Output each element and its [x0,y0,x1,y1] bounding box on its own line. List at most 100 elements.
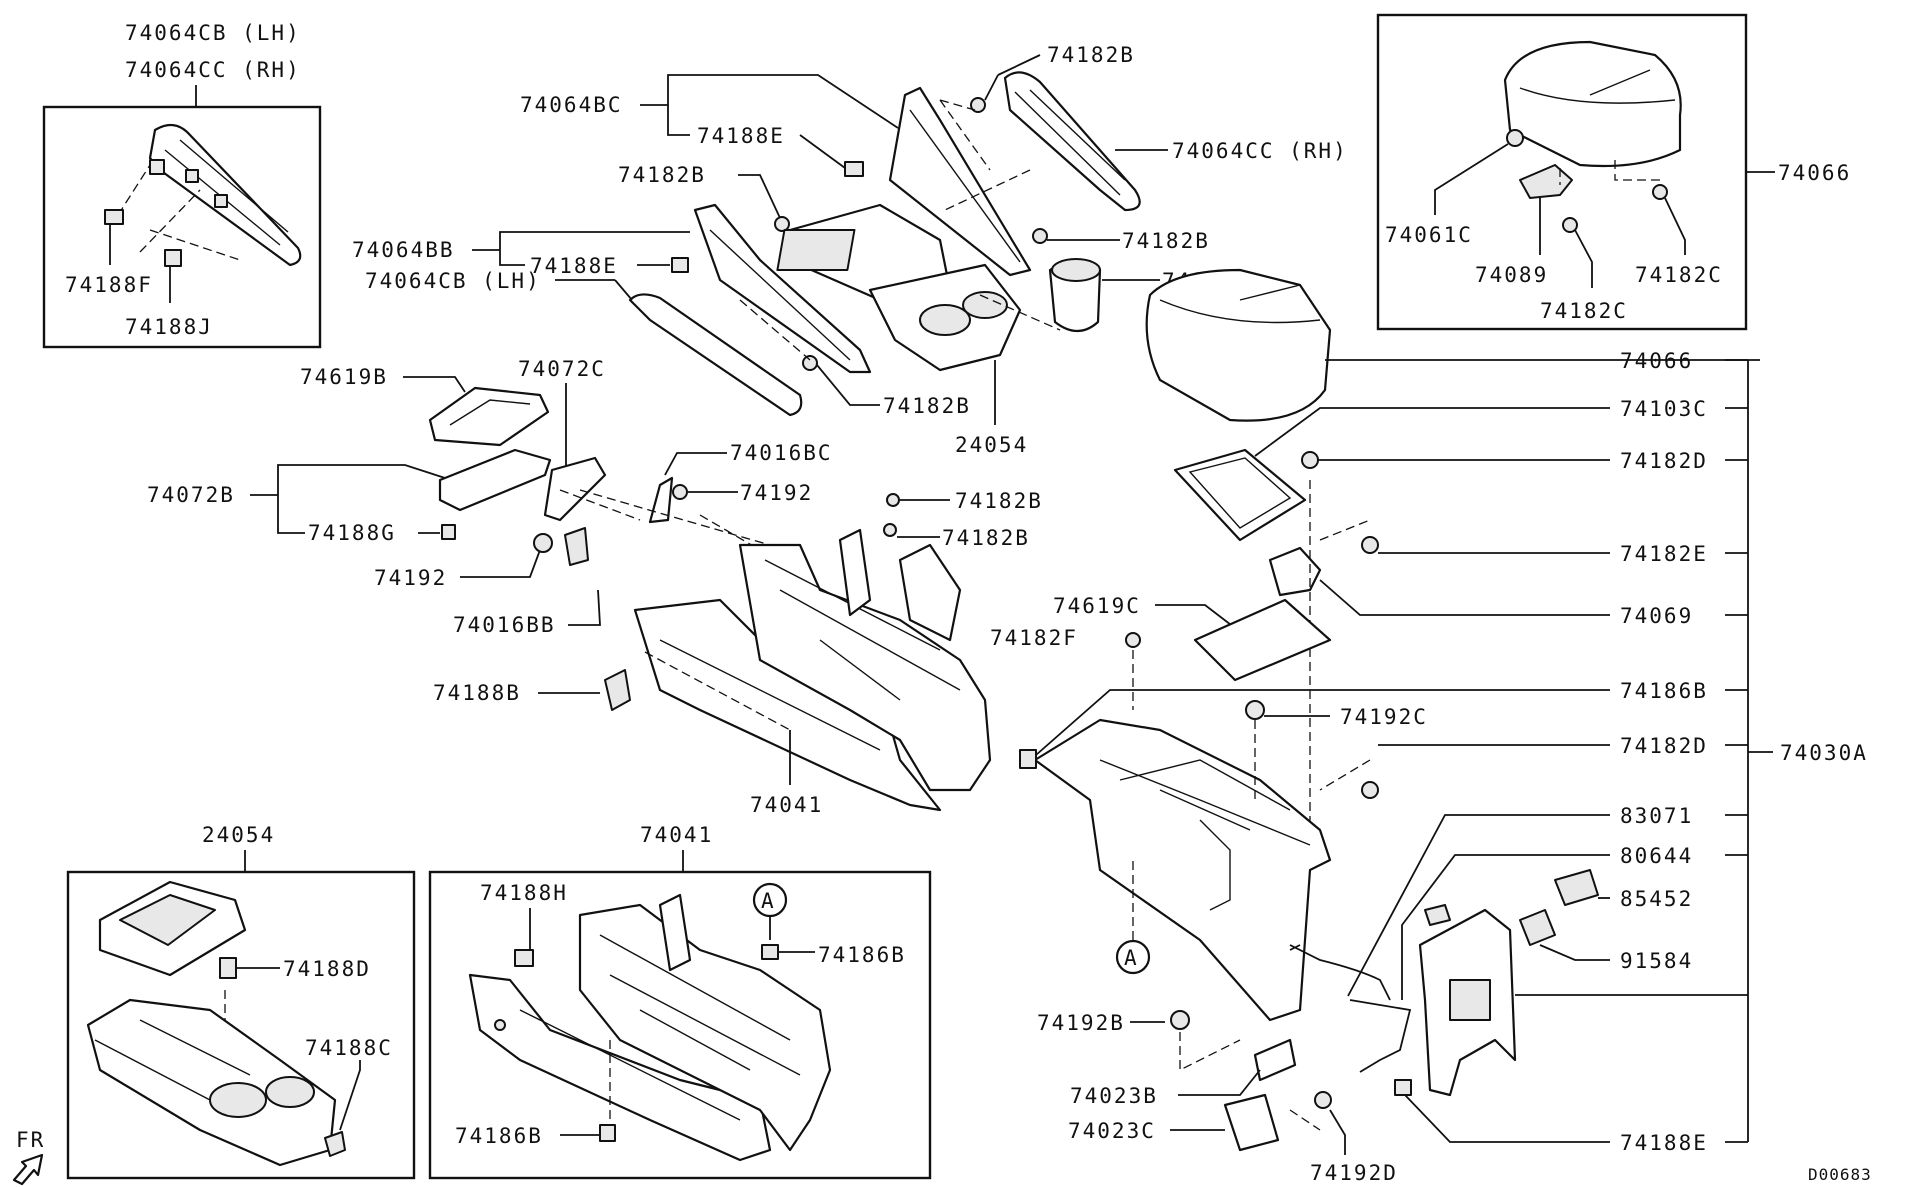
clip-74188F [104,209,124,225]
clip-74186B-a [1019,749,1037,769]
label-74186B-c: 74186B [455,1124,543,1148]
rear-console-74030A [1033,718,1332,1022]
label-74064CC-RH: 74064CC (RH) [1172,139,1348,163]
box-24054-title: 24054 [202,823,275,847]
label-74192D: 74192D [1310,1161,1398,1185]
left-middle-parts: 74619B 74072C 74072B 74188G 74016BC 7419… [147,357,1043,711]
label-24054-main: 24054 [955,433,1028,457]
label-91584: 91584 [1620,949,1693,973]
inset-armrest: 74061C 74089 74182C 74182C 74066 [1376,13,1851,331]
plug-85452 [1554,869,1599,906]
label-74182C-a: 74182C [1540,299,1628,323]
label-74188C: 74188C [305,1036,393,1060]
label-74016BC: 74016BC [730,441,833,465]
label-74182B-e: 74182B [955,489,1043,513]
clip-74188E-c [1394,1079,1412,1096]
clip-74188J [164,249,182,267]
bracket-74016BB [564,527,589,566]
clip-74188H [514,949,534,967]
label-74192-a: 74192 [740,481,813,505]
label-74182D-a: 74182D [1620,449,1708,473]
label-74192-b: 74192 [374,566,447,590]
label-74089: 74089 [1475,263,1548,287]
label-74064BB: 74064BB [352,238,455,262]
label-74041-main: 74041 [750,793,823,817]
clip-74188E-a [844,161,864,177]
armrest-lid-inset [1503,40,1682,168]
label-74064BC: 74064BC [520,93,623,117]
label-83071: 83071 [1620,804,1693,828]
clip-74188B [604,669,631,711]
trim-74072B [438,448,552,512]
bracket-74023C [1223,1093,1280,1152]
trim-74072C [543,456,607,522]
label-74182E: 74182E [1620,542,1708,566]
label-74188F: 74188F [65,273,153,297]
label-74016BB: 74016BB [453,613,556,637]
bracket-74023B [1253,1038,1297,1082]
label-85452: 85452 [1620,887,1693,911]
ref-A-box: A [761,889,776,913]
label-74186B-a: 74186B [1620,679,1708,703]
label-74188G: 74188G [308,521,396,545]
diagram-id: D00683 [1808,1165,1872,1184]
label-74072B: 74072B [147,483,235,507]
label-74103C: 74103C [1620,397,1708,421]
socket-80644 [1424,904,1451,926]
mat-74619B [428,386,550,447]
label-74064CC-RH-top: 74064CC (RH) [125,58,301,82]
clip-74186B-c [599,1124,616,1142]
inset-74041: 74041 74188H A 74186B 74186B [428,823,932,1180]
inset-24054: 24054 74188D 74188C [66,823,416,1180]
label-74182C-b: 74182C [1635,263,1723,287]
clip-74188E-b [671,257,689,273]
ref-A-main: A [1124,946,1139,970]
label-74192C: 74192C [1340,705,1428,729]
latch-74089 [1519,164,1573,199]
lock-74069 [1268,546,1322,597]
clip-74188G [441,524,456,540]
fr-arrow-icon [12,1153,44,1186]
box-74041-title: 74041 [640,823,713,847]
mat-74619C [1193,598,1332,682]
label-74188E-a: 74188E [697,124,785,148]
label-74186B-b: 74186B [818,943,906,967]
label-fr: FR [16,1128,45,1152]
label-74188J: 74188J [125,315,213,339]
label-74023C: 74023C [1068,1119,1156,1143]
rear-console-parts: 74066 74103C 74182D 74182E 74069 74619C … [990,268,1868,1185]
label-74182B-c: 74182B [618,163,706,187]
label-74619C: 74619C [1053,594,1141,618]
armrest-lid-74066 [1145,268,1332,422]
label-74030A: 74030A [1780,741,1868,765]
label-74182B-f: 74182B [942,526,1030,550]
label-74188E-c: 74188E [1620,1131,1708,1155]
label-74064CB-LH-top: 74064CB (LH) [125,21,301,45]
label-74182B-d: 74182B [883,394,971,418]
label-80644: 80644 [1620,844,1693,868]
label-74188E-b: 74188E [530,254,618,278]
label-74188B: 74188B [433,681,521,705]
label-74023B: 74023B [1070,1084,1158,1108]
front-direction-indicator: FR [12,1128,45,1186]
label-74192B: 74192B [1037,1011,1125,1035]
label-74182D-b: 74182D [1620,734,1708,758]
label-74066: 74066 [1620,349,1693,373]
label-74069: 74069 [1620,604,1693,628]
label-74182B-a: 74182B [1047,43,1135,67]
label-74188D: 74188D [283,957,371,981]
label-74182F: 74182F [990,626,1078,650]
label-74061C: 74061C [1385,223,1473,247]
main-console-74041: 74041 [633,528,992,817]
label-74182B-b: 74182B [1122,229,1210,253]
bracket-74016BC [648,476,674,524]
label-74064CB-LH: 74064CB (LH) [365,269,541,293]
upper-console-panels: 74064BC 74188E 74182B 74064CC (RH) 74182… [352,43,1348,457]
tray-74103C [1173,448,1307,542]
label-74066-box: 74066 [1778,161,1851,185]
label-74188H: 74188H [480,881,568,905]
inset-side-panel: 74064CB (LH) 74064CC (RH) 74188F 74188J [42,21,322,349]
label-74072C: 74072C [518,357,606,381]
label-74619B: 74619B [300,365,388,389]
